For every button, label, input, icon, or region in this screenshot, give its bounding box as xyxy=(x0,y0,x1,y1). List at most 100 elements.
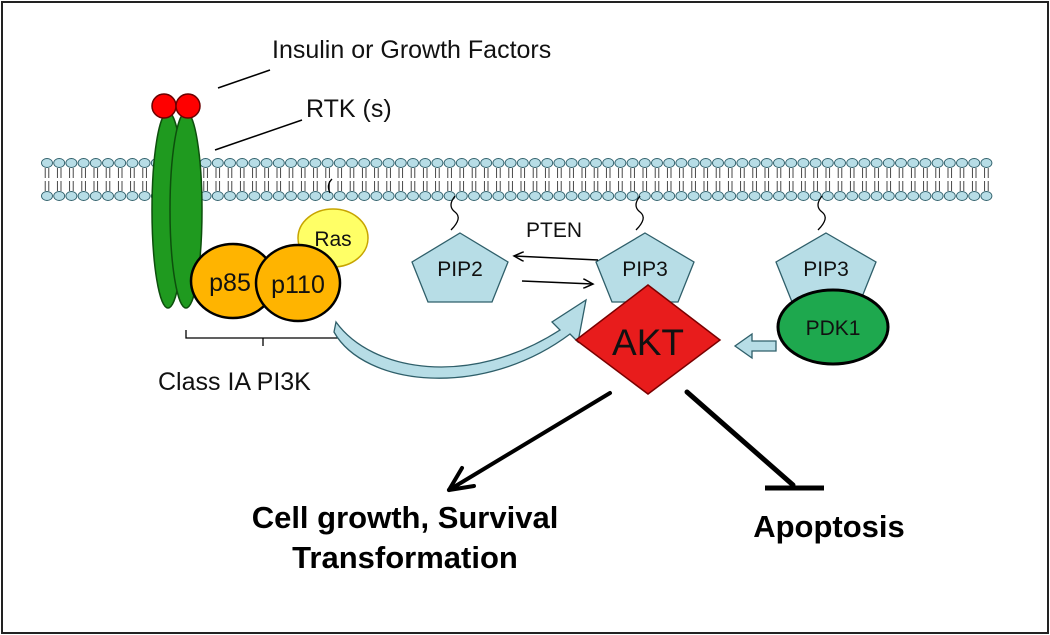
membrane-lipid-head xyxy=(870,191,883,201)
ligand-molecule-left xyxy=(151,93,177,119)
membrane-lipid-head xyxy=(89,158,102,168)
membrane-lipid-head xyxy=(626,158,639,168)
p110-subunit xyxy=(254,243,342,323)
membrane-lipid-head xyxy=(297,158,310,168)
membrane-lipid-head xyxy=(138,191,151,201)
membrane-lipid-head xyxy=(346,158,358,168)
membrane-lipid-head xyxy=(736,158,749,168)
membrane-lipid-head xyxy=(882,191,895,201)
membrane-lipid-head xyxy=(480,158,493,168)
membrane-lipid-head xyxy=(431,158,444,168)
membrane-lipid-head xyxy=(785,158,798,168)
membrane-lipid-head xyxy=(382,158,395,168)
membrane-lipid-head xyxy=(53,191,66,201)
membrane-lipid-head xyxy=(931,158,944,168)
ligand-label: Insulin or Growth Factors xyxy=(272,36,551,64)
membrane-lipid-head xyxy=(529,191,541,201)
membrane-lipid-head xyxy=(565,158,578,168)
membrane-lipid-head xyxy=(529,158,541,168)
membrane-lipid-head xyxy=(907,158,920,168)
pip3-right-label: PIP3 xyxy=(803,258,849,281)
membrane-lipid-head xyxy=(272,158,285,168)
membrane-lipid-head xyxy=(407,158,419,168)
membrane-lipid-head xyxy=(346,191,358,201)
p85-label: p85 xyxy=(209,269,251,297)
membrane-lipid-head xyxy=(138,158,151,168)
outcome-apoptosis: Apoptosis xyxy=(753,509,905,544)
pip3-right-anchor xyxy=(817,195,826,231)
membrane-lipid-head xyxy=(870,158,883,168)
membrane-lipid-head xyxy=(358,158,371,168)
membrane-lipid-head xyxy=(309,158,322,168)
membrane-lipid-head xyxy=(846,191,859,201)
membrane-lipid-head xyxy=(919,191,932,201)
membrane-lipid-head xyxy=(468,158,480,168)
membrane-lipid-head xyxy=(382,191,395,201)
outcome-growth-line1: Cell growth, Survival xyxy=(252,500,559,535)
membrane-lipid-head xyxy=(516,158,529,168)
membrane-lipid-head xyxy=(614,158,627,168)
membrane-lipid-head xyxy=(236,158,249,168)
pip2-anchor xyxy=(450,195,459,231)
membrane-lipid-head xyxy=(956,191,968,201)
membrane-lipid-head xyxy=(443,191,456,201)
membrane-lipid-head xyxy=(821,191,834,201)
membrane-lipid-head xyxy=(114,191,127,201)
pi3k-class-label: Class IA PI3K xyxy=(158,368,311,396)
membrane-lipid-head xyxy=(65,158,78,168)
membrane-lipid-head xyxy=(516,191,529,201)
pip2-molecule xyxy=(411,232,509,303)
outcome-growth-line2: Transformation xyxy=(292,540,518,575)
membrane-lipid-head xyxy=(699,158,712,168)
membrane-lipid-head xyxy=(236,191,249,201)
membrane-lipid-head xyxy=(602,191,615,201)
membrane-lipid-head xyxy=(968,158,981,168)
membrane-lipid-head xyxy=(199,158,212,168)
membrane-lipid-head xyxy=(321,158,334,168)
membrane-lipid-head xyxy=(102,158,114,168)
membrane-lipid-head xyxy=(553,158,566,168)
membrane-lipid-head xyxy=(260,191,273,201)
membrane-lipid-head xyxy=(419,191,432,201)
membrane-lipid-head xyxy=(858,158,871,168)
membrane-lipid-head xyxy=(943,158,956,168)
membrane-lipid-head xyxy=(895,158,907,168)
membrane-lipid-head xyxy=(943,191,956,201)
ras-anchor xyxy=(327,178,333,194)
membrane-lipid-head xyxy=(675,191,688,201)
membrane-lipid-head xyxy=(394,191,407,201)
membrane-lipid-head xyxy=(577,191,590,201)
membrane-lipid-head xyxy=(834,158,846,168)
membrane-lipid-head xyxy=(224,191,236,201)
membrane-lipid-head xyxy=(675,158,688,168)
membrane-lipid-head xyxy=(602,158,615,168)
pten-arrow-pip3-to-pip2 xyxy=(514,256,599,260)
akt-label: AKT xyxy=(612,322,684,363)
membrane-lipid-head xyxy=(285,158,297,168)
membrane-lipid-head xyxy=(968,191,981,201)
membrane-lipid-head xyxy=(41,191,53,201)
ligand-molecule-right xyxy=(175,93,201,119)
membrane-lipid-head xyxy=(419,158,432,168)
membrane-lipid-head xyxy=(980,191,993,201)
akt-to-cell-growth-arrow-shaft xyxy=(447,391,612,492)
membrane-lipid-head xyxy=(211,158,224,168)
membrane-lipid-head xyxy=(492,191,505,201)
membrane-lipid-head xyxy=(785,191,798,201)
membrane-lipid-head xyxy=(358,191,371,201)
membrane-lipid-head xyxy=(260,158,273,168)
membrane-lipid-head xyxy=(224,158,236,168)
membrane-lipid-head xyxy=(687,191,700,201)
membrane-lipid-head xyxy=(919,158,932,168)
pdk1-to-akt-arrow xyxy=(733,332,777,360)
akt-inhibits-apoptosis-line xyxy=(684,389,796,488)
membrane-lipid-head xyxy=(907,191,920,201)
membrane-lipid-head xyxy=(638,158,651,168)
membrane-lipid-head xyxy=(797,191,810,201)
membrane-lipid-head xyxy=(834,191,846,201)
membrane-lipid-head xyxy=(712,191,724,201)
membrane-lipid-head xyxy=(797,158,810,168)
membrane-lipid-head xyxy=(248,158,261,168)
membrane-lipid-head xyxy=(492,158,505,168)
